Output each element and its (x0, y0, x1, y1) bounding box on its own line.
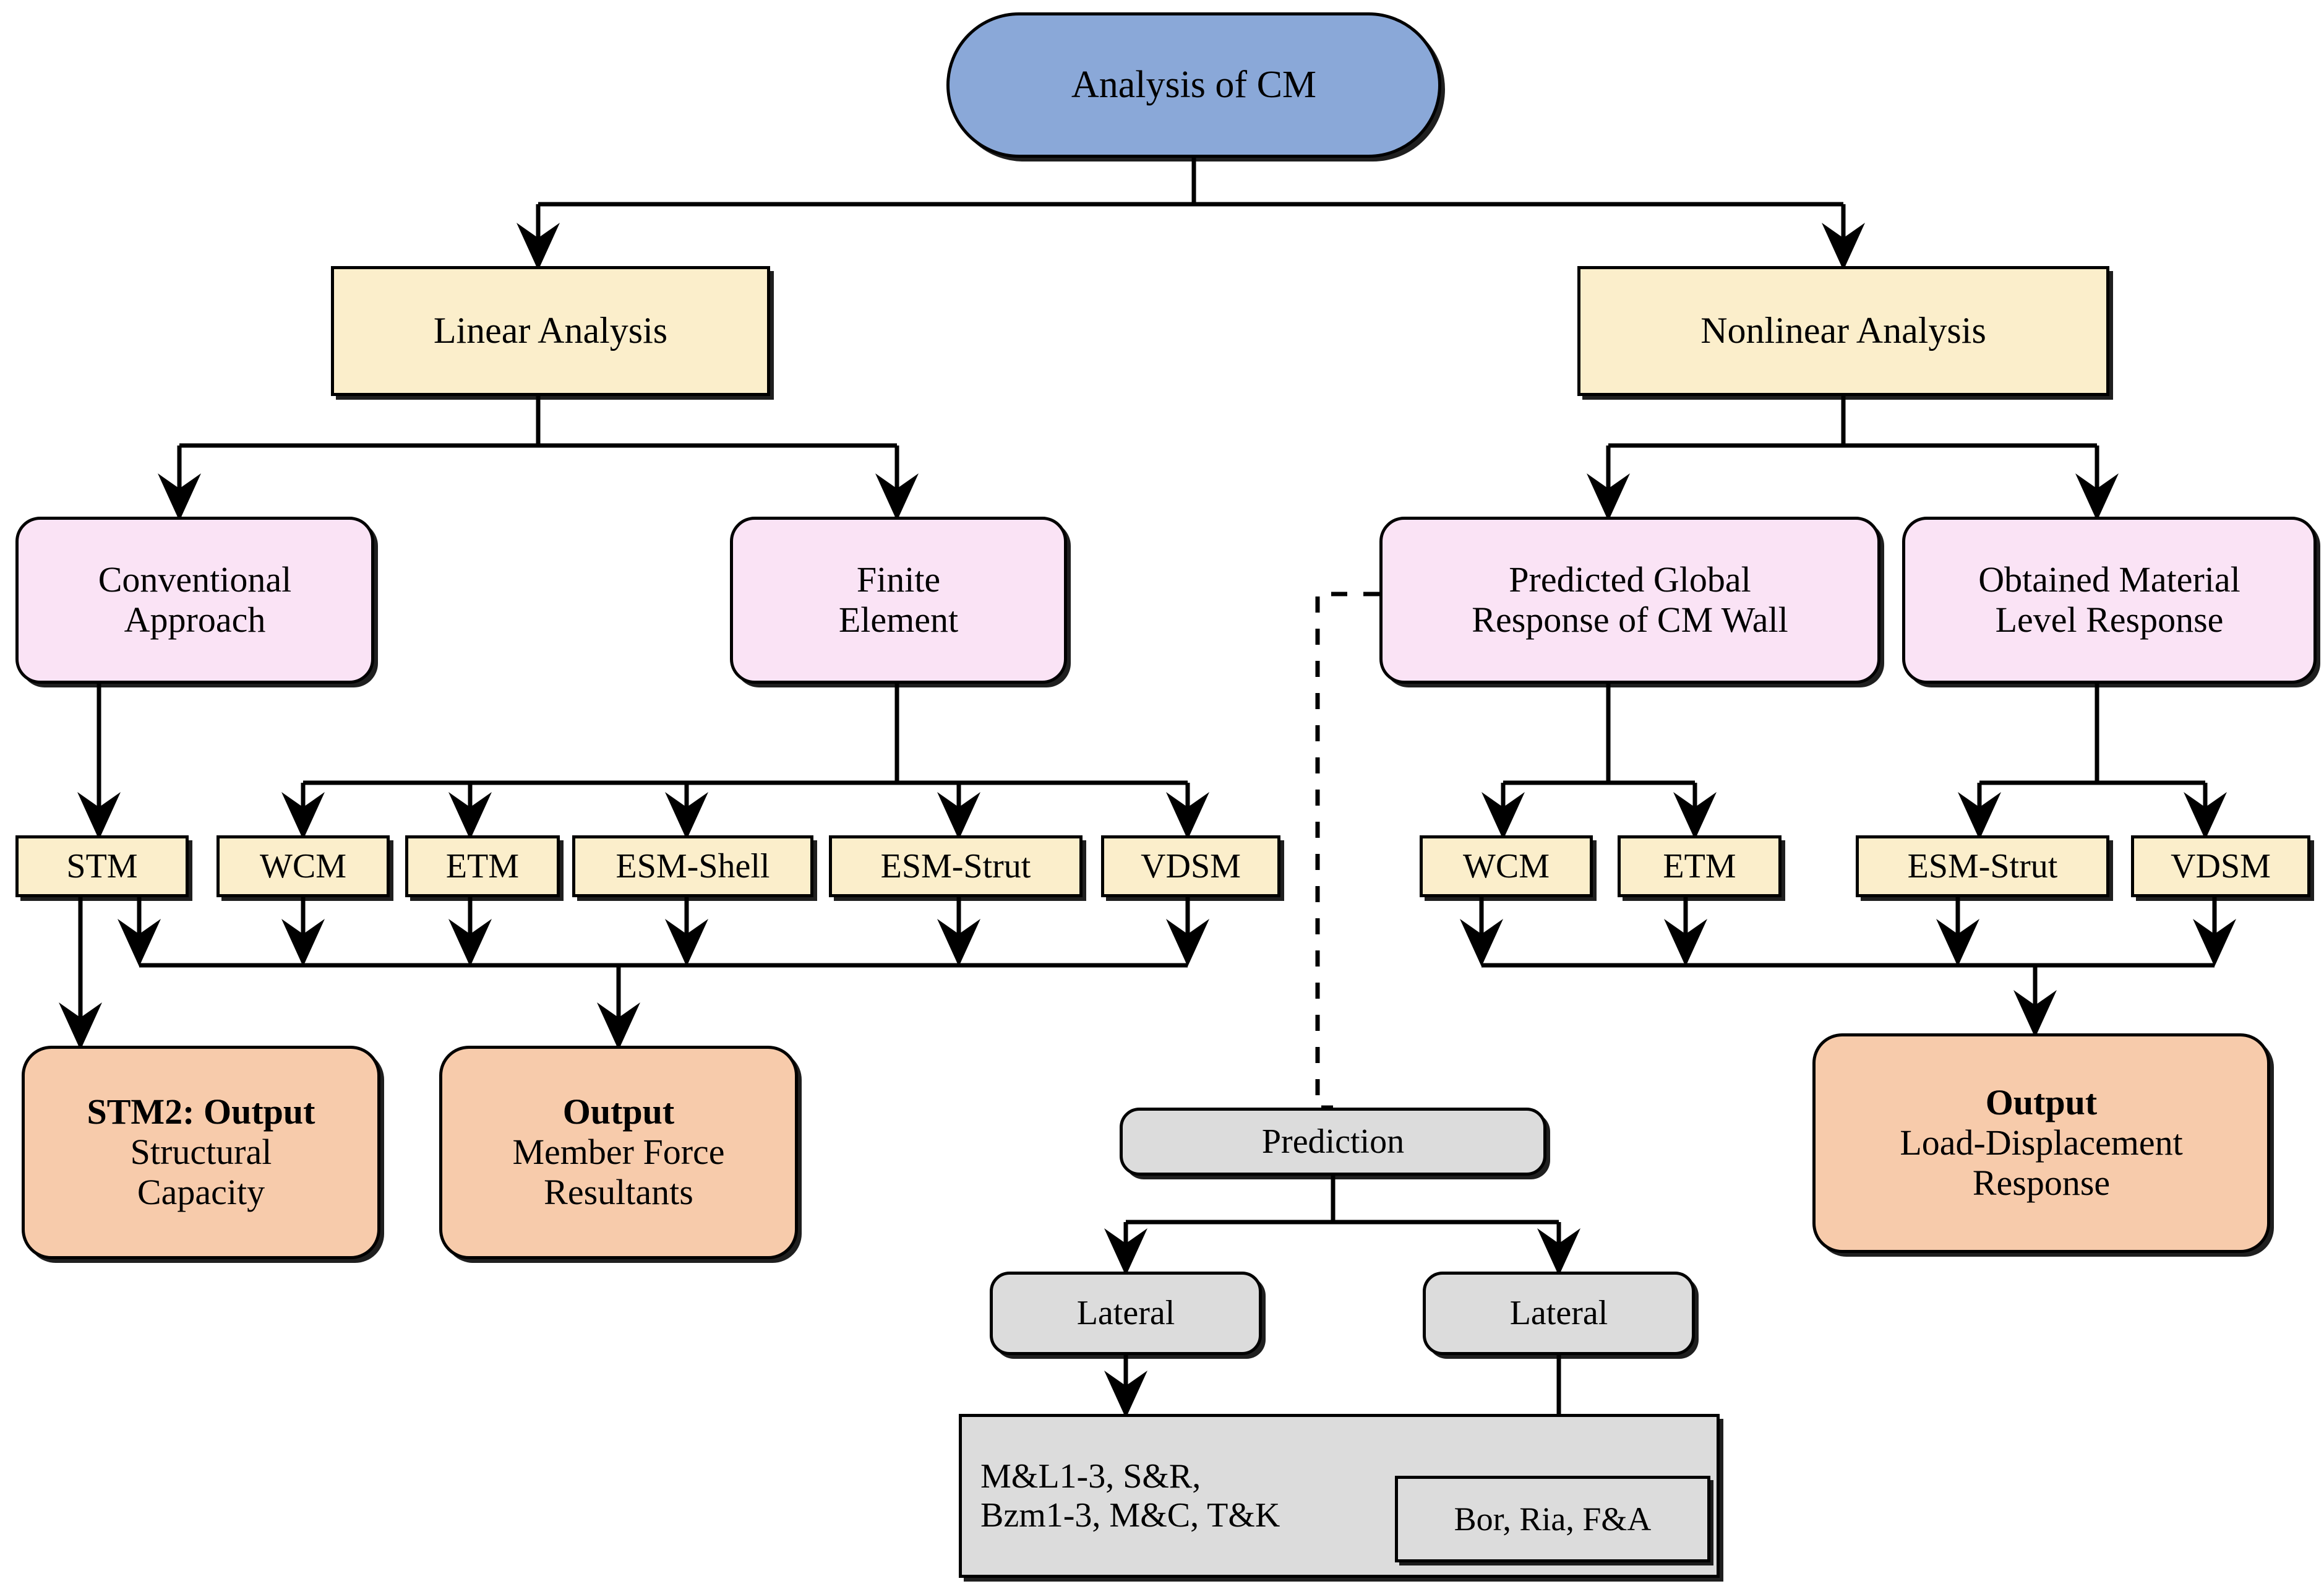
node-label-line1: Conventional (98, 559, 292, 600)
node-obtained-material-level-response[interactable]: Obtained Material Level Response (1902, 517, 2317, 684)
node-label-line2: Approach (124, 600, 266, 640)
node-linear-analysis[interactable]: Linear Analysis (331, 266, 770, 396)
node-label: WCM (1463, 846, 1550, 885)
node-label-line1: Finite (856, 559, 941, 600)
node-label: VDSM (2171, 846, 2271, 885)
node-label-line1: Output (562, 1092, 675, 1132)
node-label: WCM (260, 846, 346, 885)
node-method-wcm-linear[interactable]: WCM (217, 835, 390, 897)
node-label-line1: Output (1985, 1082, 2098, 1123)
node-label: Bor, Ria, F&A (1454, 1500, 1652, 1538)
node-output-stm2-structural-capacity[interactable]: STM2: Output Structural Capacity (22, 1046, 380, 1259)
node-label: Lateral (1509, 1294, 1608, 1333)
node-method-wcm-nonlinear[interactable]: WCM (1420, 835, 1593, 897)
node-references-inner[interactable]: Bor, Ria, F&A (1395, 1476, 1710, 1562)
node-label-line3: Response (1972, 1162, 2111, 1203)
node-label-line2: Load-Displacement (1900, 1122, 2183, 1163)
node-label-line1: Predicted Global (1509, 559, 1751, 600)
node-analysis-of-cm[interactable]: Analysis of CM (946, 12, 1441, 158)
node-label-line2: Bzm1-3, M&C, T&K (980, 1496, 1280, 1535)
node-label-line2: Structural (130, 1132, 272, 1173)
node-label: ESM-Strut (880, 846, 1031, 885)
node-method-vdsm-linear[interactable]: VDSM (1101, 835, 1280, 897)
node-label: VDSM (1141, 846, 1241, 885)
node-label: ESM-Strut (1907, 846, 2058, 885)
node-method-etm-linear[interactable]: ETM (405, 835, 560, 897)
node-label: ETM (1663, 846, 1736, 885)
node-label: Nonlinear Analysis (1700, 310, 1986, 351)
node-finite-element[interactable]: Finite Element (730, 517, 1067, 684)
node-output-member-force-resultants[interactable]: Output Member Force Resultants (439, 1046, 798, 1259)
node-method-esm-strut-linear[interactable]: ESM-Strut (829, 835, 1083, 897)
node-label-line2: Response of CM Wall (1472, 600, 1788, 640)
node-method-vdsm-nonlinear[interactable]: VDSM (2131, 835, 2310, 897)
node-method-stm[interactable]: STM (15, 835, 189, 897)
node-label: Lateral (1076, 1294, 1175, 1333)
node-lateral-left[interactable]: Lateral (990, 1272, 1262, 1355)
node-label-line1: M&L1-3, S&R, (980, 1457, 1201, 1496)
node-predicted-global-response[interactable]: Predicted Global Response of CM Wall (1379, 517, 1880, 684)
node-method-etm-nonlinear[interactable]: ETM (1618, 835, 1782, 897)
node-label-line2: Level Response (1995, 600, 2224, 640)
node-output-load-displacement-response[interactable]: Output Load-Displacement Response (1812, 1033, 2270, 1253)
node-nonlinear-analysis[interactable]: Nonlinear Analysis (1577, 266, 2109, 396)
node-method-esm-strut-nonlinear[interactable]: ESM-Strut (1856, 835, 2109, 897)
node-label: Linear Analysis (433, 310, 668, 351)
node-label-line2: Element (838, 600, 959, 640)
node-label-line2: Member Force (512, 1132, 725, 1173)
edge-predicted-to-prediction-dashed (1315, 592, 1379, 1110)
node-conventional-approach[interactable]: Conventional Approach (15, 517, 374, 684)
node-label: Analysis of CM (1071, 63, 1317, 106)
node-label-line1: STM2: Output (87, 1092, 315, 1132)
node-label: ESM-Shell (615, 846, 770, 885)
node-label-line3: Capacity (137, 1171, 265, 1212)
node-label: STM (66, 846, 138, 885)
node-lateral-right[interactable]: Lateral (1423, 1272, 1695, 1355)
node-label-line1: Obtained Material (1978, 559, 2240, 600)
node-prediction[interactable]: Prediction (1120, 1108, 1546, 1176)
node-label: ETM (445, 846, 520, 885)
node-method-esm-shell[interactable]: ESM-Shell (572, 835, 813, 897)
node-label-line3: Resultants (544, 1171, 693, 1212)
node-label: Prediction (1261, 1122, 1405, 1161)
